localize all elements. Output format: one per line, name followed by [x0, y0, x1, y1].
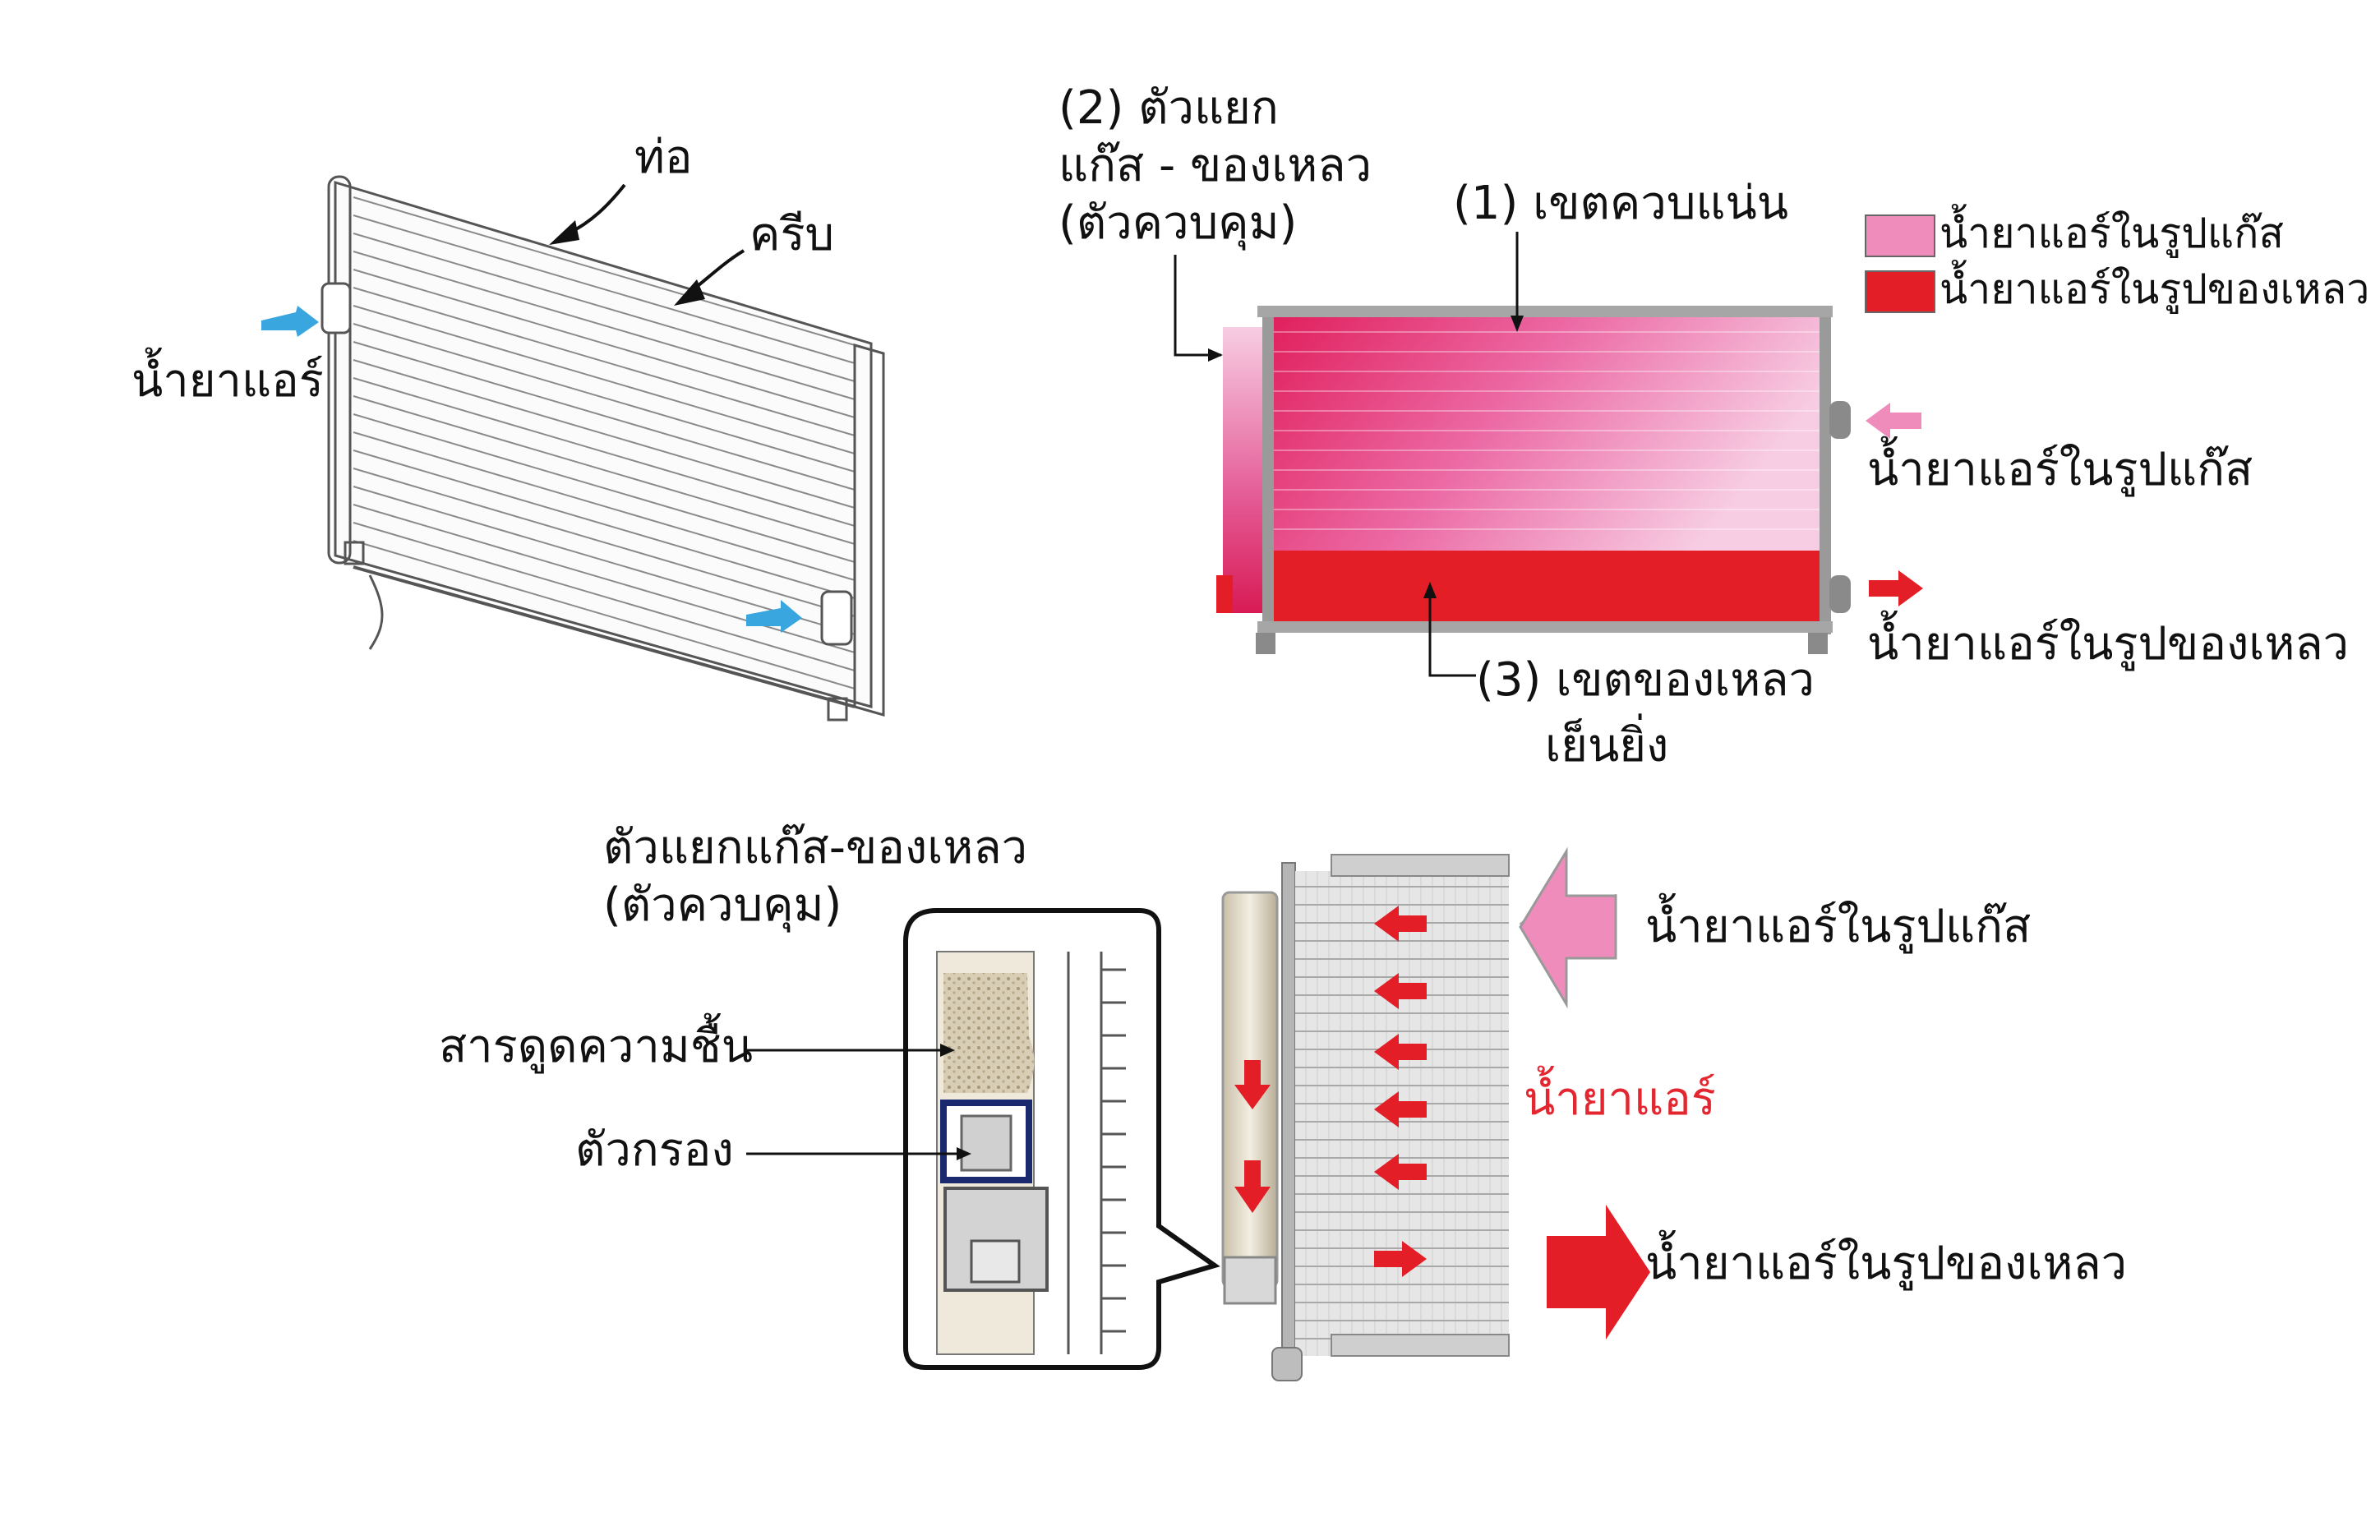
bottom-gas-inlet-arrow-body — [1519, 846, 1617, 1009]
separator-pointer — [1174, 255, 1221, 357]
left-refrigerant-label: น้ำยาแอร์ — [131, 354, 324, 408]
fin-label: ครีบ — [750, 208, 835, 261]
core-flow-arrow-left-3 — [1374, 1034, 1427, 1070]
core-flow-arrow-left-1 — [1374, 906, 1427, 942]
core-flow-arrow-left-2 — [1374, 973, 1427, 1009]
gas-inlet-label: น้ำยาแอร์ในรูปแก๊ส — [1867, 443, 2253, 496]
subcool-zone-label-line1: (3) เขตของเหลว — [1476, 653, 1815, 707]
separator-label-line1: (2) ตัวแยก — [1059, 81, 1279, 135]
legend-swatch-gas — [1865, 214, 1935, 257]
liquid-outlet-arrow-red — [1869, 570, 1923, 606]
subcool-pointer-head — [1423, 582, 1437, 598]
separator-label-line2: แก๊ส - ของเหลว — [1059, 139, 1372, 192]
pipe-pointer-arrowhead — [549, 220, 579, 245]
bottom-refrigerant-label: น้ำยาแอร์ — [1524, 1072, 1716, 1126]
condensing-zone-label: (1) เขตควบแน่น — [1453, 177, 1789, 230]
bottom-separator-title-line1: ตัวแยกแก๊ส-ของเหลว — [603, 821, 1028, 874]
separator-pointer-head — [1208, 348, 1223, 362]
legend-swatch-liquid — [1865, 270, 1935, 313]
desiccant — [943, 973, 1035, 1093]
bottom-gas-inlet-label: น้ำยาแอร์ในรูปแก๊ส — [1645, 900, 2032, 953]
inlet-flow-arrow-blue — [261, 306, 319, 337]
condensing-pointer-head — [1511, 316, 1524, 332]
core-flow-arrow-right — [1374, 1241, 1427, 1277]
subcool-zone — [1272, 551, 1821, 621]
condensing-zone — [1272, 312, 1821, 551]
desiccant-label: สารดูดความชื้น — [439, 1020, 753, 1073]
desiccant-pointer-head — [940, 1044, 955, 1057]
liquid-outlet-label: น้ำยาแอร์ในรูปของเหลว — [1867, 617, 2350, 671]
bottom-liquid-outlet-label: น้ำยาแอร์ในรูปของเหลว — [1645, 1237, 2128, 1290]
right-condenser — [1216, 306, 1851, 654]
separator-callout — [903, 908, 1220, 1370]
separator-tank-colored — [1223, 327, 1262, 613]
fin-pointer-arrowhead — [674, 279, 705, 306]
core-flow-arrow-left-4 — [1374, 1091, 1427, 1127]
left-condenser-drawing — [321, 175, 885, 722]
tank-flow-arrow-down-2 — [1234, 1160, 1271, 1213]
core-flow-arrow-left-5 — [1374, 1154, 1427, 1190]
filter-pointer-head — [957, 1147, 971, 1160]
pipe-label: ท่อ — [634, 131, 693, 184]
outlet-flow-arrow-blue — [746, 600, 802, 633]
filter-label: ตัวกรอง — [575, 1123, 734, 1177]
separator-label-line3: (ตัวควบคุม) — [1059, 196, 1298, 250]
tank-flow-arrow-down-1 — [1234, 1060, 1271, 1109]
subcool-pointer — [1428, 585, 1476, 677]
subcool-zone-label-line2: เย็นยิ่ง — [1545, 719, 1669, 772]
bottom-liquid-outlet-arrow — [1547, 1205, 1650, 1339]
bottom-condenser — [1221, 854, 1510, 1381]
legend-gas-label: น้ำยาแอร์ในรูปแก๊ส — [1940, 210, 2284, 257]
gas-inlet-arrow-pink — [1866, 403, 1921, 439]
legend-liquid-label: น้ำยาแอร์ในรูปของเหลว — [1940, 265, 2370, 313]
bottom-separator-title-line2: (ตัวควบคุม) — [603, 878, 842, 932]
